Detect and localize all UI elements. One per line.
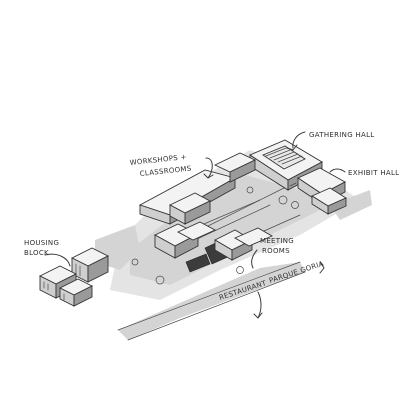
housing-label-line2: BLOCK xyxy=(24,249,49,257)
housing-label-line1: HOUSING xyxy=(24,239,59,247)
meeting-label-line1: MEETING xyxy=(260,237,294,245)
meeting-label-line2: ROOMS xyxy=(262,247,290,255)
street xyxy=(117,261,306,341)
exhibit-hall-label: EXHIBIT HALL xyxy=(348,169,399,177)
trees xyxy=(131,186,299,285)
gathering-hall-label: GATHERING HALL xyxy=(309,131,375,139)
leader-arrows xyxy=(44,131,346,319)
workshops-label-line2: CLASSROOMS xyxy=(139,165,192,178)
exhibit-hall-building xyxy=(297,167,347,215)
workshops-label-line1: WORKSHOPS + xyxy=(129,153,187,167)
central-pavilions xyxy=(154,221,274,273)
workshops-building xyxy=(138,152,257,225)
housing-block-buildings xyxy=(38,247,110,307)
